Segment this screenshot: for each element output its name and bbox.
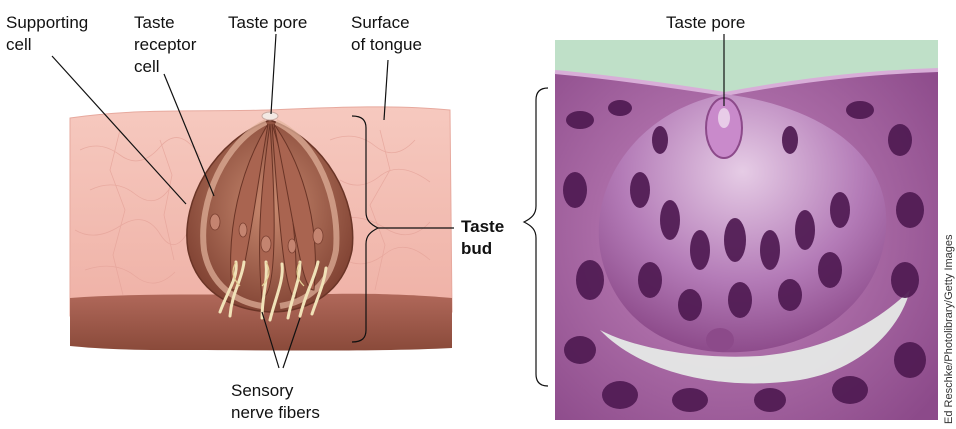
supporting-cell-label: Supporting cell [6,13,93,54]
right-taste-bud-bracket [524,88,548,386]
taste-pore-left-label: Taste pore [228,13,307,32]
taste-pore-leader [271,34,276,114]
taste-bud-label: Taste bud [461,217,509,258]
surface-of-tongue-label: Surface of tongue [351,13,422,54]
taste-receptor-cell-label: Taste receptor cell [134,13,201,76]
taste-pore-mark [262,112,278,120]
taste-pore-right-label: Taste pore [666,13,745,32]
photo-credit: Ed Reschke/Photolibrary/Getty Images [943,234,955,424]
sensory-nerve-fibers-label: Sensory nerve fibers [231,381,320,422]
tongue-tissue-illustration [70,107,452,351]
taste-bud-micrograph [555,40,938,420]
